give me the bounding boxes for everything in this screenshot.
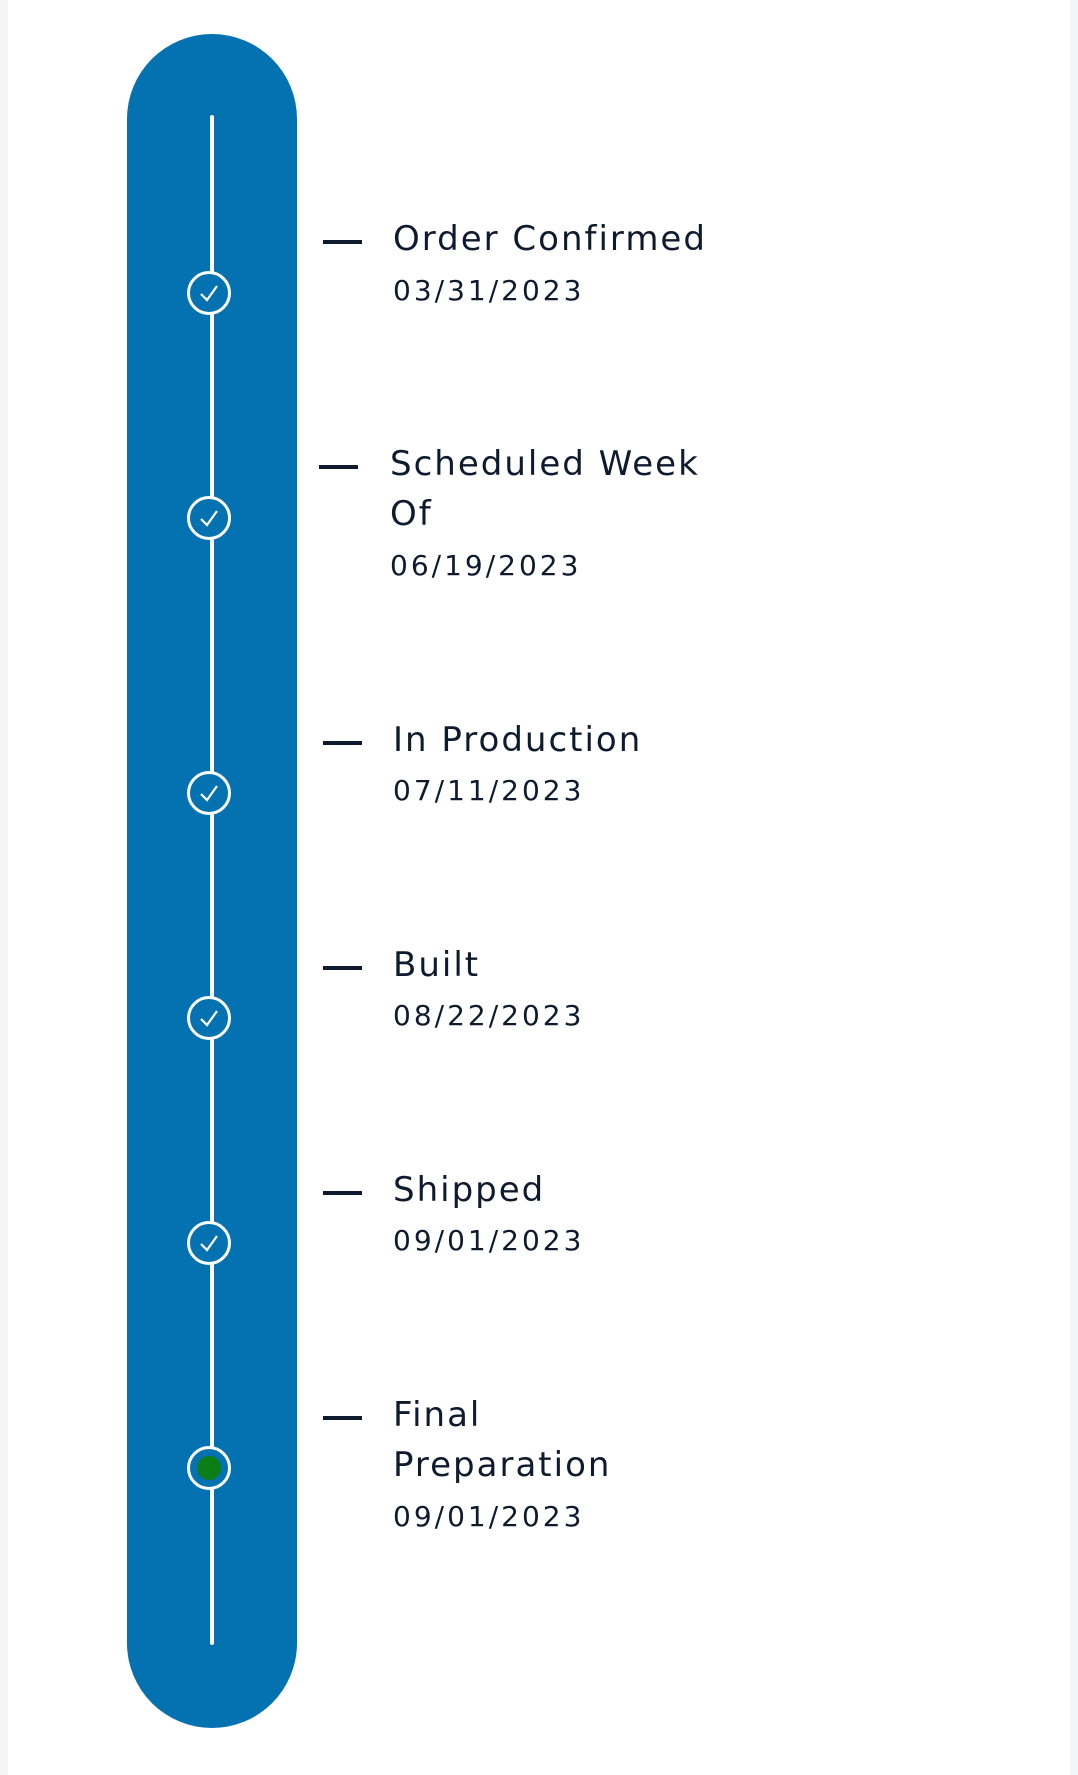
step-label-order-confirmed: Order Confirmed xyxy=(393,219,707,259)
step-label-in-production: In Production xyxy=(393,720,643,760)
checkmark-circle-icon xyxy=(187,271,231,315)
step-date-in-production: 07/11/2023 xyxy=(393,774,585,807)
step-connector-dash xyxy=(323,966,362,970)
step-connector-dash xyxy=(323,240,362,244)
step-label-shipped: Shipped xyxy=(393,1170,546,1210)
checkmark-circle-icon xyxy=(187,496,231,540)
checkmark-circle-icon xyxy=(187,996,231,1040)
checkmark-circle-icon xyxy=(187,771,231,815)
timeline-rail xyxy=(210,115,214,1645)
current-step-indicator xyxy=(197,1456,221,1480)
step-date-built: 08/22/2023 xyxy=(393,999,585,1032)
step-label-scheduled-week-of: Scheduled Week Of xyxy=(390,444,700,534)
step-date-scheduled-week-of: 06/19/2023 xyxy=(390,549,582,582)
step-date-order-confirmed: 03/31/2023 xyxy=(393,274,585,307)
step-label-final-preparation: Final Preparation xyxy=(393,1395,612,1485)
step-connector-dash xyxy=(323,1416,362,1420)
current-step-dot-icon xyxy=(187,1446,231,1490)
step-date-final-preparation: 09/01/2023 xyxy=(393,1500,585,1533)
step-connector-dash xyxy=(323,741,362,745)
step-label-built: Built xyxy=(393,945,481,985)
order-status-card: Order Confirmed 03/31/2023 Scheduled Wee… xyxy=(8,0,1070,1775)
step-connector-dash xyxy=(319,465,358,469)
step-connector-dash xyxy=(323,1191,362,1195)
step-date-shipped: 09/01/2023 xyxy=(393,1224,585,1257)
checkmark-circle-icon xyxy=(187,1221,231,1265)
